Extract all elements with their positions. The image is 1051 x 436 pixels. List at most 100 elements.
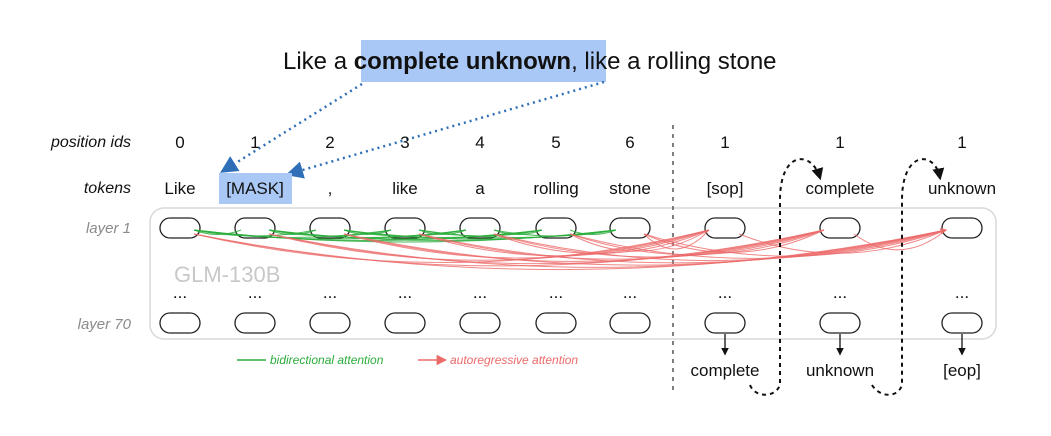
bidirectional-edge [268,229,317,236]
output-token: unknown [806,361,874,380]
position-id: 6 [625,133,634,152]
autoregressive-edge [643,229,947,257]
position-id: 1 [835,133,844,152]
token: , [328,179,333,198]
sentence: Like a complete unknown, like a rolling … [283,48,777,75]
autoregressive-edge [643,229,710,250]
position-id: 2 [325,133,334,152]
token: Like [164,179,195,198]
sentence-highlight-text: complete unknown [354,48,571,75]
legend-bidirectional-label: bidirectional attention [270,353,384,367]
layer-ellipsis: ... [833,283,847,302]
autoregressive-edge [193,229,825,267]
position-id: 4 [475,133,484,152]
layer1-node [159,217,201,239]
token: [sop] [707,179,744,198]
attention-edges [193,227,948,271]
position-id: 5 [551,133,560,152]
mask-arrow-right [285,80,605,179]
autoregressive-edge [738,229,947,254]
label-tokens: tokens [84,180,131,197]
token: rolling [533,179,578,198]
position-id: 3 [400,133,409,152]
autoregressive-edge [343,229,710,259]
layer70-node [704,312,746,334]
autoregressive-edge [193,229,710,263]
bidirectional-edge [493,229,617,237]
token: stone [609,179,651,198]
layer1-node [941,217,983,239]
layer70-node [459,312,501,334]
legend-autoregressive-label: autoregressive attention [450,353,578,367]
sentence-prefix: Like a [283,48,354,75]
feedback-loop-unknown [871,158,945,396]
autoregressive-edge [493,229,947,262]
layer70-node [309,312,351,334]
layer-ellipsis: ... [473,283,487,302]
feedback-loop-complete [749,158,824,396]
mask-token-highlight [219,173,292,204]
layer1-node [704,217,746,239]
position-id: 0 [175,133,184,152]
layer1-node [309,217,351,239]
autoregressive-edge [569,229,825,256]
bidirectional-edge [418,229,467,236]
mask-arrow-left [220,82,363,173]
layer70-node [609,312,651,334]
autoregressive-edge [343,229,947,266]
autoregressive-edge [268,229,710,261]
token: unknown [928,179,996,198]
autoregressive-edge [493,229,825,258]
layer70-node [941,312,983,334]
layer70-node [159,312,201,334]
sentence-highlight [361,40,606,82]
layer70-node [234,312,276,334]
layer70-node [535,312,577,334]
model-frame [149,207,997,340]
position-id: 1 [720,133,729,152]
bidirectional-edge [343,229,392,236]
model-name: GLM-130B [174,262,280,287]
output-token: complete [691,361,760,380]
layer70-node [819,312,861,334]
token: a [475,179,485,198]
layer-ellipsis: ... [173,283,187,302]
autoregressive-edge [268,229,825,265]
autoregressive-edge [418,229,825,260]
layer70-node [384,312,426,334]
autoregressive-edge [343,229,825,262]
layer-ellipsis: ... [623,283,637,302]
label-layer-last: layer 70 [78,316,132,333]
bidirectional-edge [418,229,617,239]
autoregressive-edge [268,229,947,268]
label-position-ids: position ids [50,134,131,151]
layer-ellipsis: ... [718,283,732,302]
token: complete [806,179,875,198]
layer-ellipsis: ... [549,283,563,302]
layer1-node [609,217,651,239]
sentence-suffix: , like a rolling stone [571,48,776,75]
layer-ellipsis: ... [398,283,412,302]
layer-ellipsis: ... [323,283,337,302]
token: like [392,179,418,198]
position-id: 1 [957,133,966,152]
autoregressive-edge [193,227,948,271]
layer-ellipsis: ... [955,283,969,302]
layer1-node [535,217,577,239]
output-token: [eop] [943,361,981,380]
layer-ellipsis: ... [248,283,262,302]
token: [MASK] [226,179,284,198]
layer1-node [234,217,276,239]
label-layer-first: layer 1 [86,220,131,237]
layer1-node [819,217,861,239]
layer1-node [384,217,426,239]
autoregressive-edge [569,229,947,259]
autoregressive-edge [853,229,947,251]
layer1-node [459,217,501,239]
bidirectional-edge [569,229,617,236]
autoregressive-edge [643,229,825,253]
position-id: 1 [250,133,259,152]
bidirectional-edge [193,229,242,236]
